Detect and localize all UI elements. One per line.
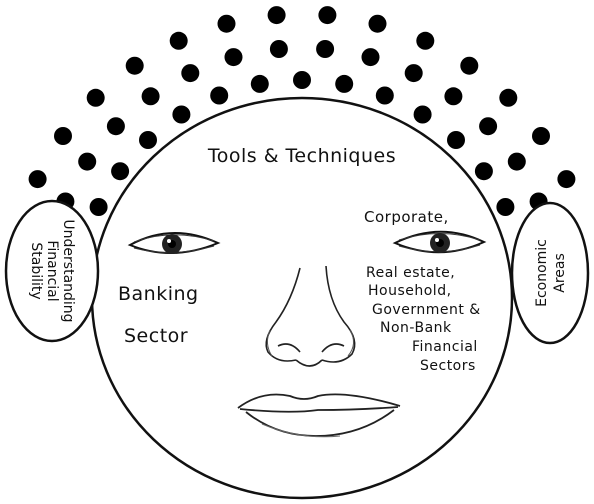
hair-dot bbox=[479, 117, 497, 135]
hair-dot bbox=[142, 87, 160, 105]
hair-dot bbox=[508, 153, 526, 171]
hair-dot bbox=[172, 106, 190, 124]
left-ear: Understanding Financial Stability bbox=[6, 201, 98, 341]
hair-dot bbox=[369, 15, 387, 33]
hair-dot bbox=[405, 64, 423, 82]
hair-dot bbox=[268, 6, 286, 24]
right-ear: Economic Areas bbox=[512, 203, 588, 343]
hair-dot bbox=[270, 40, 288, 58]
hair-dot bbox=[225, 48, 243, 66]
hair-dot bbox=[111, 162, 129, 180]
hair-dot bbox=[376, 87, 394, 105]
hair-dot bbox=[87, 89, 105, 107]
hair-dot bbox=[78, 153, 96, 171]
hair-dot bbox=[170, 32, 188, 50]
left-ear-label-line-3: Stability bbox=[28, 242, 44, 299]
hair-dot bbox=[29, 170, 47, 188]
top-label: Tools & Techniques bbox=[207, 145, 396, 167]
hair-dot bbox=[460, 57, 478, 75]
hair-dot bbox=[139, 131, 157, 149]
right-label-line-2: Real estate, bbox=[366, 265, 455, 281]
right-label-line-6: Financial bbox=[412, 339, 478, 355]
right-ear-label-line-2: Areas bbox=[552, 253, 568, 293]
hair-dot bbox=[218, 15, 236, 33]
hair-dot bbox=[416, 32, 434, 50]
right-ear-label-line-1: Economic bbox=[534, 239, 550, 307]
hair-dot bbox=[532, 127, 550, 145]
hair-dot bbox=[475, 162, 493, 180]
hair-dot bbox=[107, 117, 125, 135]
hair-dot bbox=[90, 198, 108, 216]
left-ear-label-line-1: Understanding bbox=[60, 219, 76, 322]
hair-dot bbox=[126, 57, 144, 75]
left-cheek-label-line-1: Banking bbox=[118, 283, 199, 305]
hair-dot bbox=[318, 6, 336, 24]
left-ear-label-line-2: Financial bbox=[44, 240, 60, 301]
hair-dot bbox=[414, 106, 432, 124]
hair-dot bbox=[335, 75, 353, 93]
hair-dot bbox=[210, 87, 228, 105]
right-label-line-7: Sectors bbox=[420, 358, 476, 374]
right-label-line-5: Non-Bank bbox=[380, 320, 452, 336]
hair-dot bbox=[316, 40, 334, 58]
hair-dot bbox=[293, 71, 311, 89]
hair-dot bbox=[499, 89, 517, 107]
hair-dot bbox=[444, 87, 462, 105]
hair-dot bbox=[447, 131, 465, 149]
hair-dot bbox=[181, 64, 199, 82]
hair-dot bbox=[557, 170, 575, 188]
right-label-line-4: Government & bbox=[372, 302, 481, 318]
right-label-line-1: Corporate, bbox=[364, 208, 449, 226]
hair-dot bbox=[362, 48, 380, 66]
left-cheek-label-line-2: Sector bbox=[124, 325, 188, 347]
right-label-line-3: Household, bbox=[368, 283, 452, 299]
hair-dot bbox=[54, 127, 72, 145]
hair-dot bbox=[251, 75, 269, 93]
hair-dot bbox=[496, 198, 514, 216]
